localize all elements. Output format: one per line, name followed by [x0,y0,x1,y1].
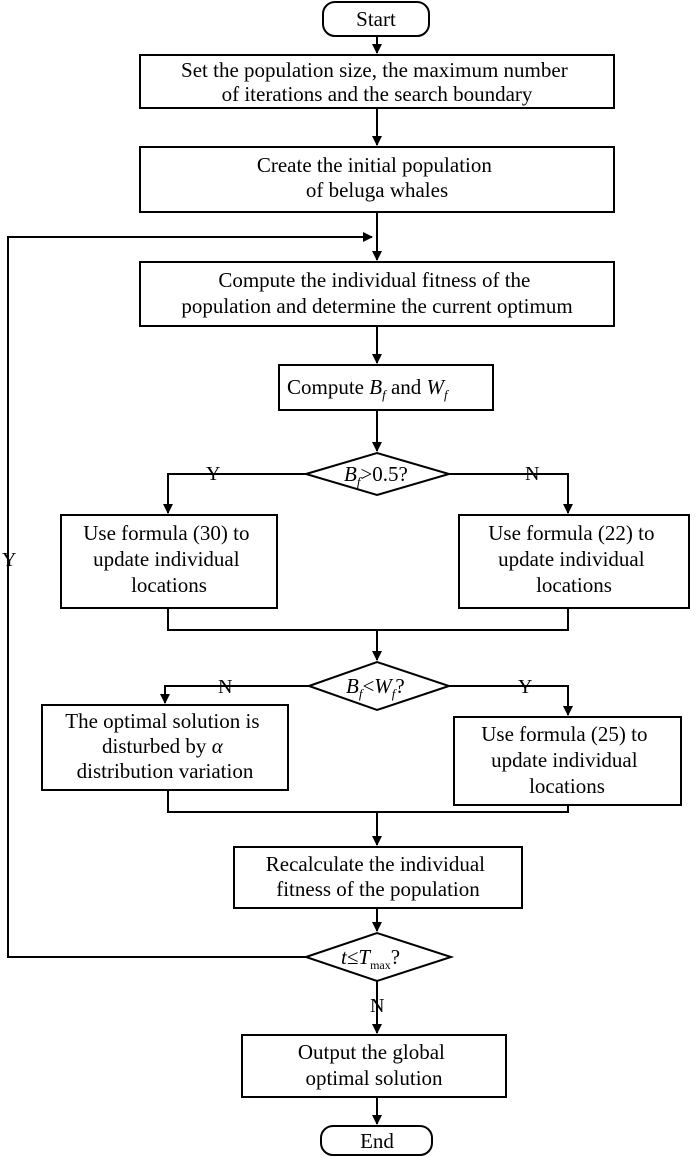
formula22-line-2: update individual [498,547,645,571]
svg-text:Bf<Wf?: Bf<Wf? [346,674,405,701]
decision-compare-w: W [374,674,394,698]
compute-b: B [369,375,382,399]
fitness-step: Compute the individual fitness of the po… [139,261,615,327]
output-line-1: Output the global [298,1040,445,1064]
decision-compare-b-sub: f [359,686,365,701]
decision-compare-op: < [362,674,374,698]
decision-bf-rest: >0.5? [360,462,407,486]
compute-w: W [427,375,447,399]
fitness-line-2: population and determine the current opt… [181,294,572,318]
svg-text:Compute Bf and Wf: Compute Bf and Wf [287,375,450,402]
svg-text:Compute the individual fitness: Compute the individual fitness of the po… [181,268,572,318]
formula30-line-3: locations [131,573,207,597]
label-y-compare: Y [518,676,532,698]
setup-line-1: Set the population size, the maximum num… [181,58,568,82]
svg-text:Set the population size, the: Set the population size, the maximum num… [181,58,573,106]
recalc-line-1: Recalculate the individual [266,852,485,876]
setup-step: Set the population size, the maximum num… [139,54,615,109]
compute-w-sub: f [444,387,450,402]
branch-n-to-disturb [160,685,309,704]
decision-t-op: ≤ [347,945,359,969]
fitness-line-1: Compute the individual fitness of the [218,268,530,292]
disturb-step: The optimal solution is disturbed by α d… [41,704,289,791]
formula22-step: Use formula (22) to update individual lo… [458,514,690,609]
svg-text:The optimal solution is: The optimal solution is disturbed by α d… [65,709,265,783]
end-label: End [360,1129,394,1153]
svg-text:Recalculate the individual: Recalculate the individual fitness of th… [266,852,491,901]
formula25-step: Use formula (25) to update individual lo… [453,716,682,806]
formula22-line-3: locations [536,573,612,597]
compute-b-sub: f [382,387,388,402]
decision-t-sub: max [370,958,391,972]
merge-disturb [167,790,569,813]
decision-t-end: ? [391,945,400,969]
merge-formula30 [167,608,569,631]
decision-compare-b: B [346,674,359,698]
branch-n-to-formula22 [449,473,573,514]
decision-t-var: t [341,945,348,969]
decision-compare: Bf<Wf? [305,660,453,712]
label-y-bf: Y [206,463,220,485]
start-terminal: Start [322,1,430,37]
decision-t: t≤Tmax? [302,931,455,983]
branch-y-to-formula30 [163,473,306,514]
decision-compare-w-sub: f [392,686,398,701]
svg-text:Bf>0.5?: Bf>0.5? [344,462,408,489]
formula22-line-1: Use formula (22) to [488,521,654,545]
end-terminal: End [320,1125,433,1156]
compute-middle: and [386,375,427,399]
label-n-compare: N [218,676,232,698]
decision-bf-var: B [344,462,357,486]
decision-t-T: T [358,945,371,969]
output-step: Output the global optimal solution [241,1034,507,1098]
disturb-line-3: distribution variation [77,759,254,783]
compute-step: Compute Bf and Wf [278,364,494,411]
disturb-alpha: α [212,734,224,758]
formula30-line-2: update individual [93,547,240,571]
svg-text:Use formula (30) to upda: Use formula (30) to update individual lo… [83,521,254,597]
setup-line-2: of iterations and the search boundary [222,82,533,106]
recalc-step: Recalculate the individual fitness of th… [233,846,523,909]
formula25-line-2: update individual [491,748,638,772]
branch-y-to-formula25 [449,685,573,716]
label-y-loop: Y [2,549,16,571]
label-n-bf: N [525,463,539,485]
formula25-line-3: locations [529,774,605,798]
label-n-t: N [370,995,384,1017]
formula25-line-1: Use formula (25) to [481,722,647,746]
compute-prefix: Compute [287,375,369,399]
disturb-line-1: The optimal solution is [65,709,259,733]
decision-bf-sub: f [357,474,363,489]
decision-compare-end: ? [395,674,404,698]
svg-text:Create the initial population: Create the initial population of beluga … [257,153,497,202]
init-line-1: Create the initial population [257,153,493,177]
output-line-2: optimal solution [305,1066,443,1090]
connectors [7,36,573,1125]
start-label: Start [356,7,396,31]
recalc-line-2: fitness of the population [276,877,480,901]
svg-text:Use formula (25) to upda: Use formula (25) to update individual lo… [481,722,652,798]
formula30-step: Use formula (30) to update individual lo… [60,514,278,609]
svg-text:Output the global optima: Output the global optimal solution [298,1040,450,1090]
init-step: Create the initial population of beluga … [139,146,615,213]
formula30-line-1: Use formula (30) to [83,521,249,545]
svg-text:t≤Tmax?: t≤Tmax? [341,945,400,972]
decision-bf: Bf>0.5? [302,451,453,497]
svg-text:Use formula (22) to upda: Use formula (22) to update individual lo… [488,521,659,597]
disturb-line-2: disturbed by [102,734,212,758]
loop-back-y [7,232,373,958]
init-line-2: of beluga whales [306,178,448,202]
